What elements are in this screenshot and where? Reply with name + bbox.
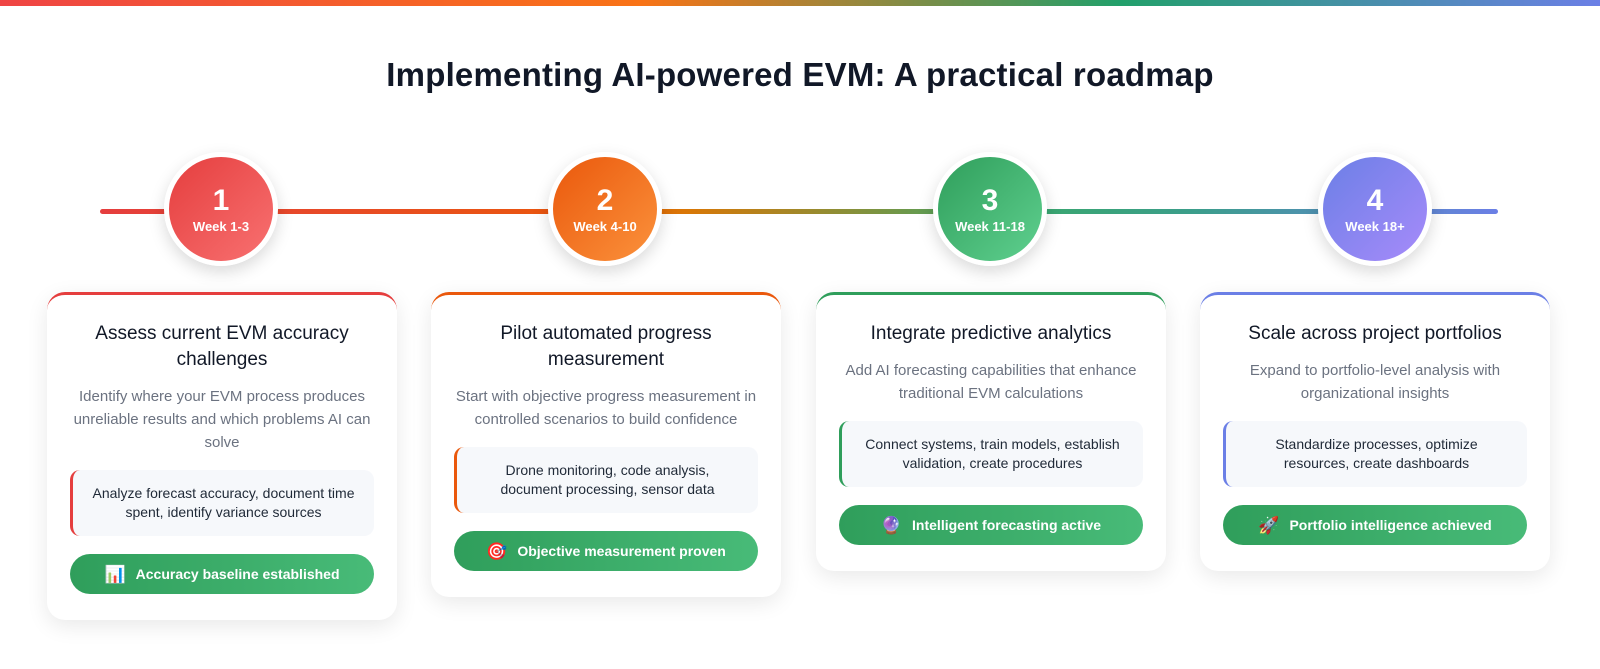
phase-number: 2 [596,183,614,217]
phase-3-marker: 3 Week 11-18 [933,152,1047,266]
card-description: Identify where your EVM process produces… [73,388,371,451]
phase-week: Week 4-10 [573,218,637,234]
outcome-label: Intelligent forecasting active [912,517,1102,533]
page-title: Implementing AI-powered EVM: A practical… [386,56,1214,93]
card-title: Pilot automated progress measurement [500,323,712,370]
phase-week: Week 11-18 [955,218,1025,234]
card-description: Expand to portfolio-level analysis with … [1249,362,1501,402]
phase-4-card: Scale across project portfolios Expand t… [1200,292,1550,571]
phase-4-marker: 4 Week 18+ [1318,152,1432,266]
rocket-icon: 🚀 [1258,515,1280,535]
card-detail: Connect systems, train models, establish… [839,421,1143,487]
phase-3-card: Integrate predictive analytics Add AI fo… [816,292,1166,571]
card-title: Assess current EVM accuracy challenges [95,323,349,370]
top-accent-bar [0,0,1600,6]
card-title: Integrate predictive analytics [870,323,1112,344]
outcome-badge: 📊 Accuracy baseline established [70,554,374,594]
outcome-label: Objective measurement proven [517,543,726,559]
card-detail: Drone monitoring, code analysis, documen… [454,447,758,513]
card-detail: Analyze forecast accuracy, document time… [70,470,374,536]
phase-2-marker: 2 Week 4-10 [548,152,662,266]
outcome-label: Portfolio intelligence achieved [1289,517,1492,533]
phase-number: 3 [981,183,999,217]
chart-icon: 📊 [104,564,126,584]
phase-number: 1 [212,183,230,217]
phase-2-card: Pilot automated progress measurement Sta… [431,292,781,597]
phase-1-card: Assess current EVM accuracy challenges I… [47,292,397,620]
outcome-badge: 🎯 Objective measurement proven [454,531,758,571]
card-description: Start with objective progress measuremen… [455,388,757,428]
timeline-line [100,209,1498,214]
outcome-badge: 🚀 Portfolio intelligence achieved [1223,505,1527,545]
card-detail: Standardize processes, optimize resource… [1223,421,1527,487]
phase-week: Week 18+ [1345,218,1405,234]
phase-number: 4 [1366,183,1384,217]
card-description: Add AI forecasting capabilities that enh… [845,362,1137,402]
crystal-ball-icon: 🔮 [880,515,903,535]
target-icon: 🎯 [486,541,508,561]
card-title: Scale across project portfolios [1248,323,1502,344]
outcome-badge: 🔮 Intelligent forecasting active [839,505,1143,545]
phase-1-marker: 1 Week 1-3 [164,152,278,266]
phase-week: Week 1-3 [192,218,250,234]
outcome-label: Accuracy baseline established [135,566,340,582]
